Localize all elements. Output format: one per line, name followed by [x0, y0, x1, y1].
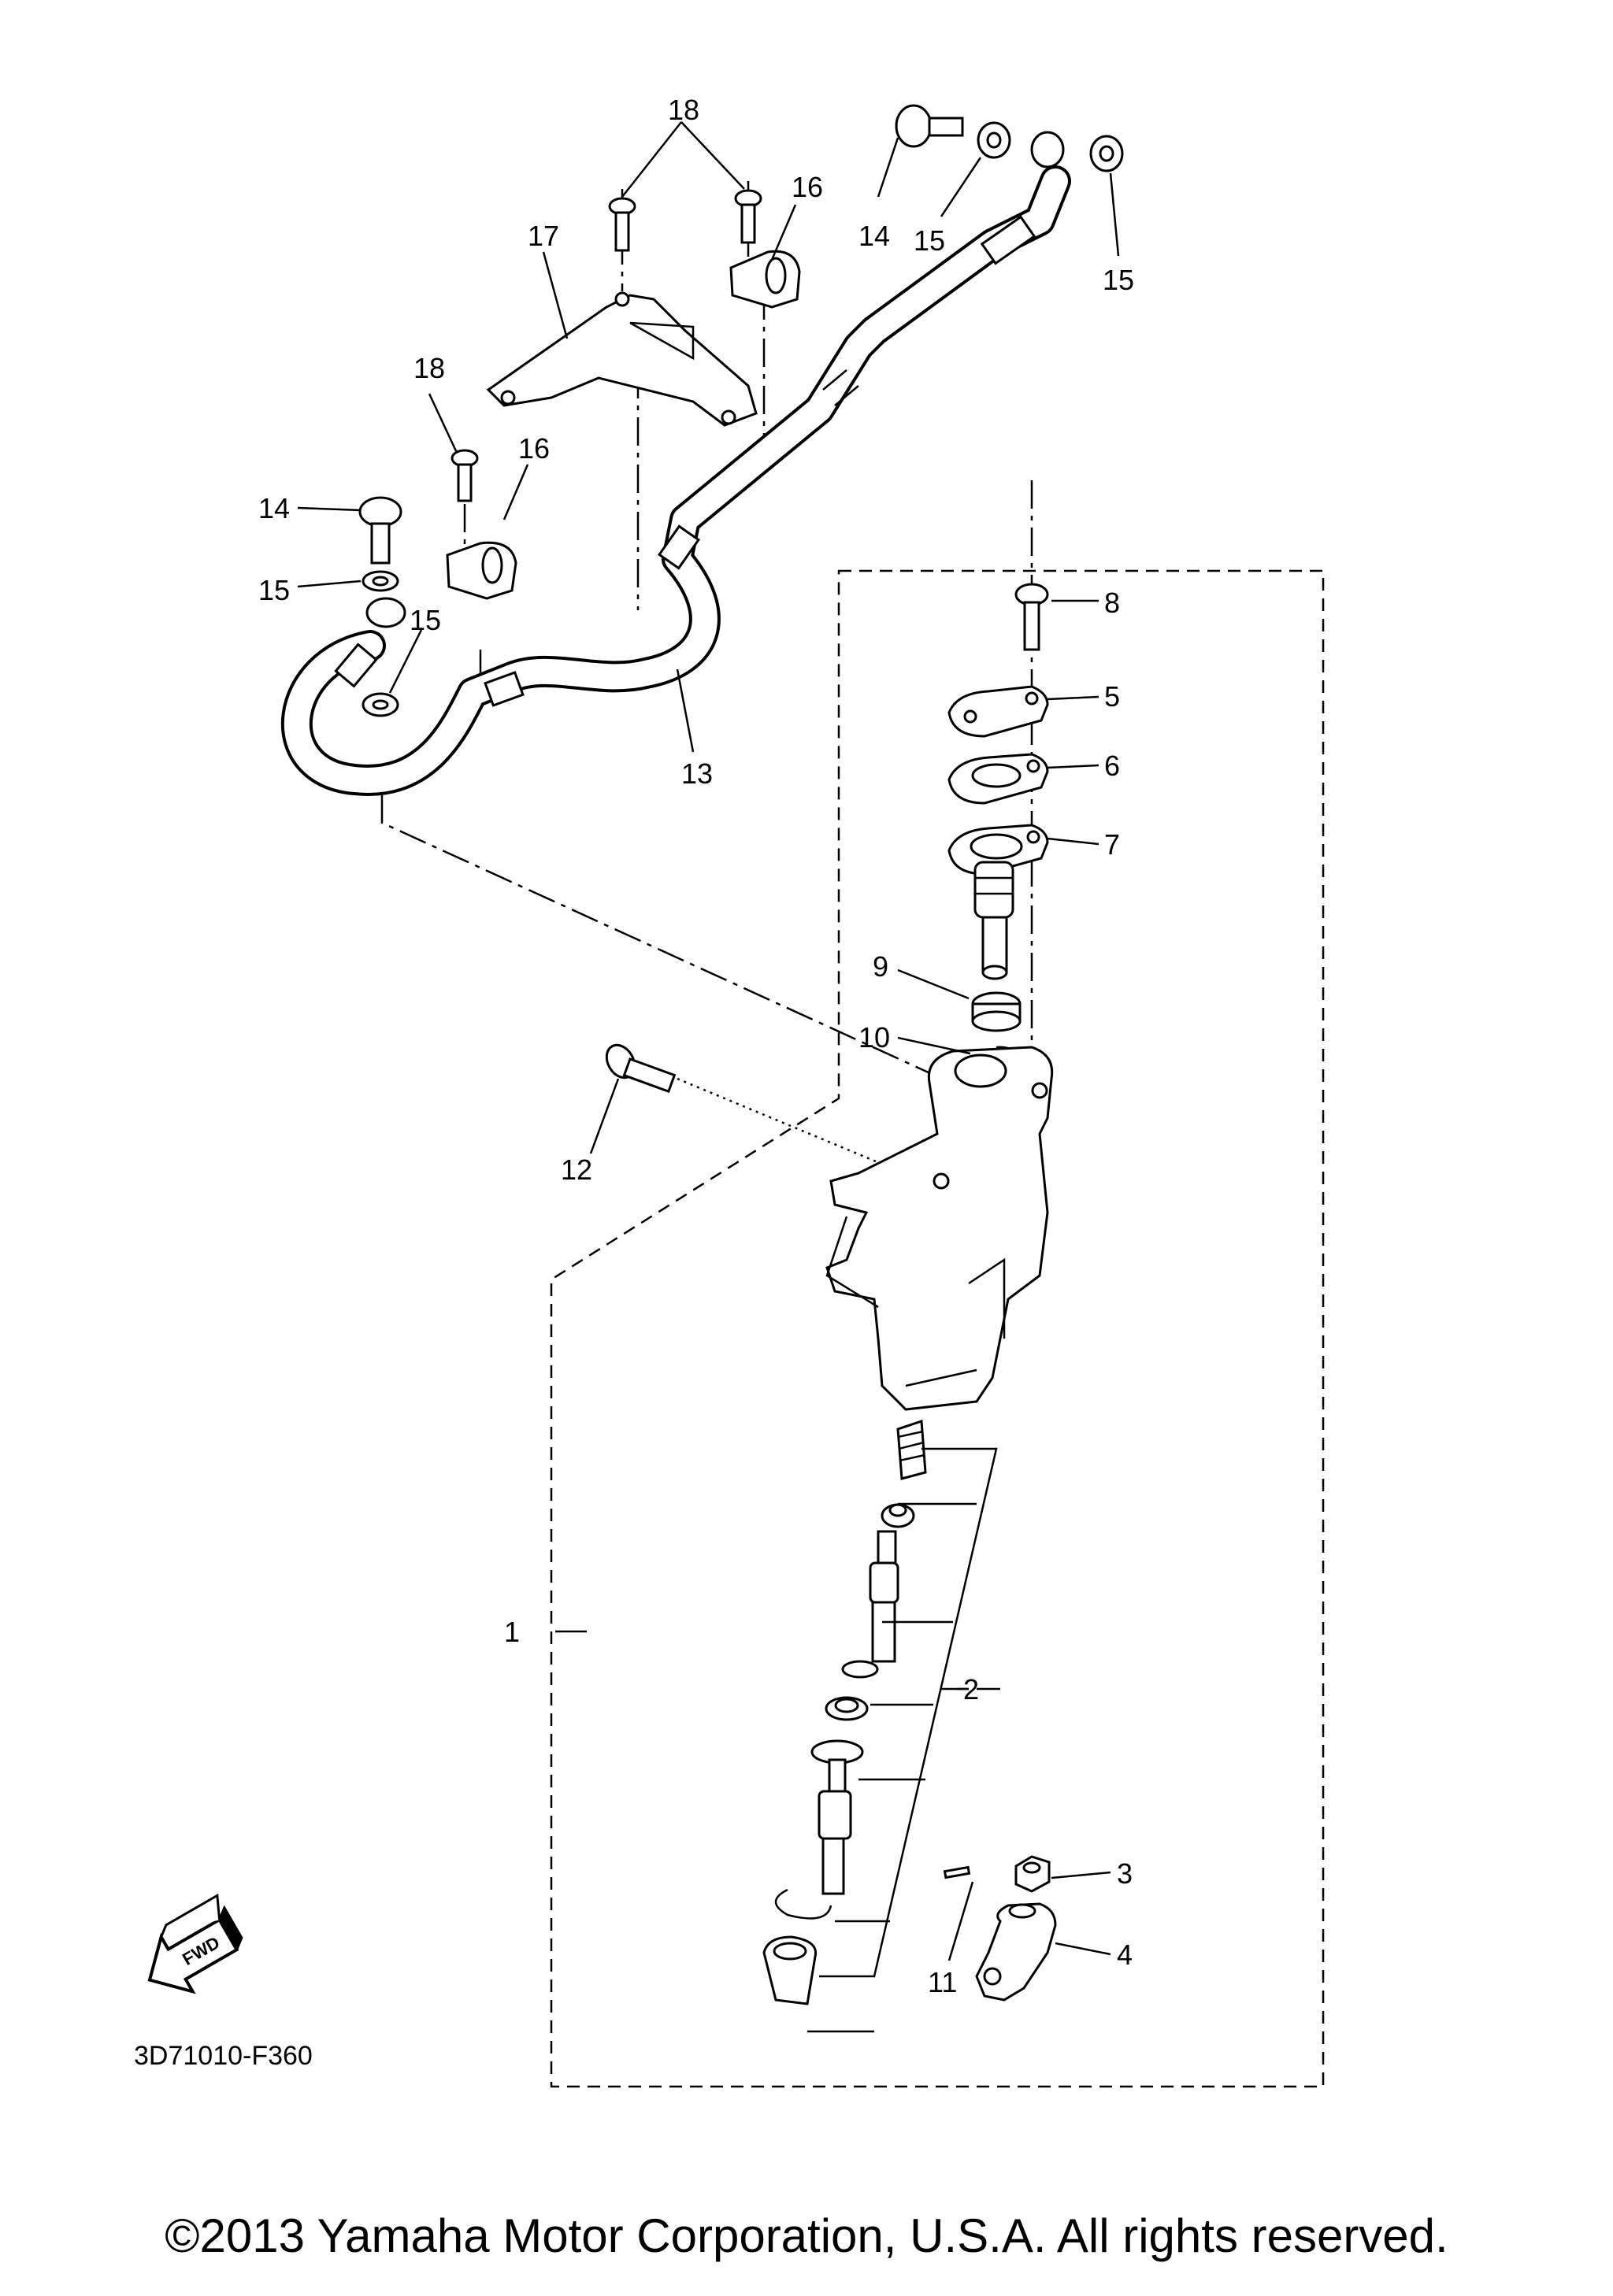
callout-14-left: 14: [258, 492, 290, 524]
callout-10: 10: [858, 1021, 890, 1054]
callout-16-top: 16: [792, 171, 823, 203]
callout-7: 7: [1104, 828, 1120, 861]
callout-5: 5: [1104, 680, 1120, 713]
master-cylinder-body: [825, 1046, 1054, 1411]
brake-hose: [280, 165, 1071, 796]
bolt-12: [605, 1043, 914, 1179]
hose-guide-bracket: [486, 294, 758, 427]
callout-18-left: 18: [413, 352, 445, 384]
callout-16-left: 16: [518, 432, 550, 465]
fwd-arrow-icon: FWD: [147, 1893, 243, 1994]
callout-17: 17: [528, 220, 559, 252]
leader-lines: [297, 121, 1120, 1961]
washer-15: [362, 121, 1124, 717]
callout-3: 3: [1117, 1857, 1133, 1890]
assembly-boundary: [550, 569, 1325, 2088]
callout-15-left-b: 15: [410, 604, 441, 636]
union-bolt-14-b: [358, 496, 402, 565]
callout-18-top: 18: [668, 94, 699, 126]
cotter-pin-11: [943, 1865, 971, 1879]
callout-11: 11: [928, 1966, 957, 1998]
reference-line-body: [825, 1216, 879, 1309]
callout-2: 2: [963, 1673, 979, 1705]
piston-kit-2: [762, 1419, 998, 2033]
callout-6: 6: [1104, 750, 1120, 782]
callout-1: 1: [504, 1616, 520, 1648]
callout-9: 9: [873, 950, 888, 983]
hose-clamp-16-b: [446, 541, 517, 600]
union-bolt-14-a: [895, 104, 964, 148]
callout-15-left-a: 15: [258, 574, 290, 606]
reservoir-cap: [947, 685, 1049, 738]
nut-3: [1014, 1855, 1051, 1893]
clevis-4: [975, 1902, 1057, 2002]
seal-9: [971, 991, 1022, 1032]
screw-8: [1014, 583, 1049, 651]
copyright-notice: ©2013 Yamaha Motor Corporation, U.S.A. A…: [165, 2209, 1448, 2262]
hose-clamp-16-a: [729, 250, 801, 309]
screw-18-b: [734, 189, 762, 244]
screw-18-c: [451, 449, 479, 502]
callout-15-top-a: 15: [914, 224, 945, 257]
callout-14-top: 14: [858, 220, 890, 252]
screw-18-a: [608, 197, 636, 252]
callout-8: 8: [1104, 587, 1120, 619]
callout-labels: 18 16 17 18 16 14 15 15 13 14 15 15 8 5 …: [258, 94, 1134, 1998]
callout-12: 12: [561, 1154, 592, 1186]
callout-13: 13: [681, 757, 713, 790]
callout-15-top-b: 15: [1103, 264, 1134, 296]
callout-4: 4: [1117, 1939, 1133, 1971]
diaphragm: [947, 824, 1049, 980]
diagram-part-code: 3D71010-F360: [134, 2041, 313, 2071]
